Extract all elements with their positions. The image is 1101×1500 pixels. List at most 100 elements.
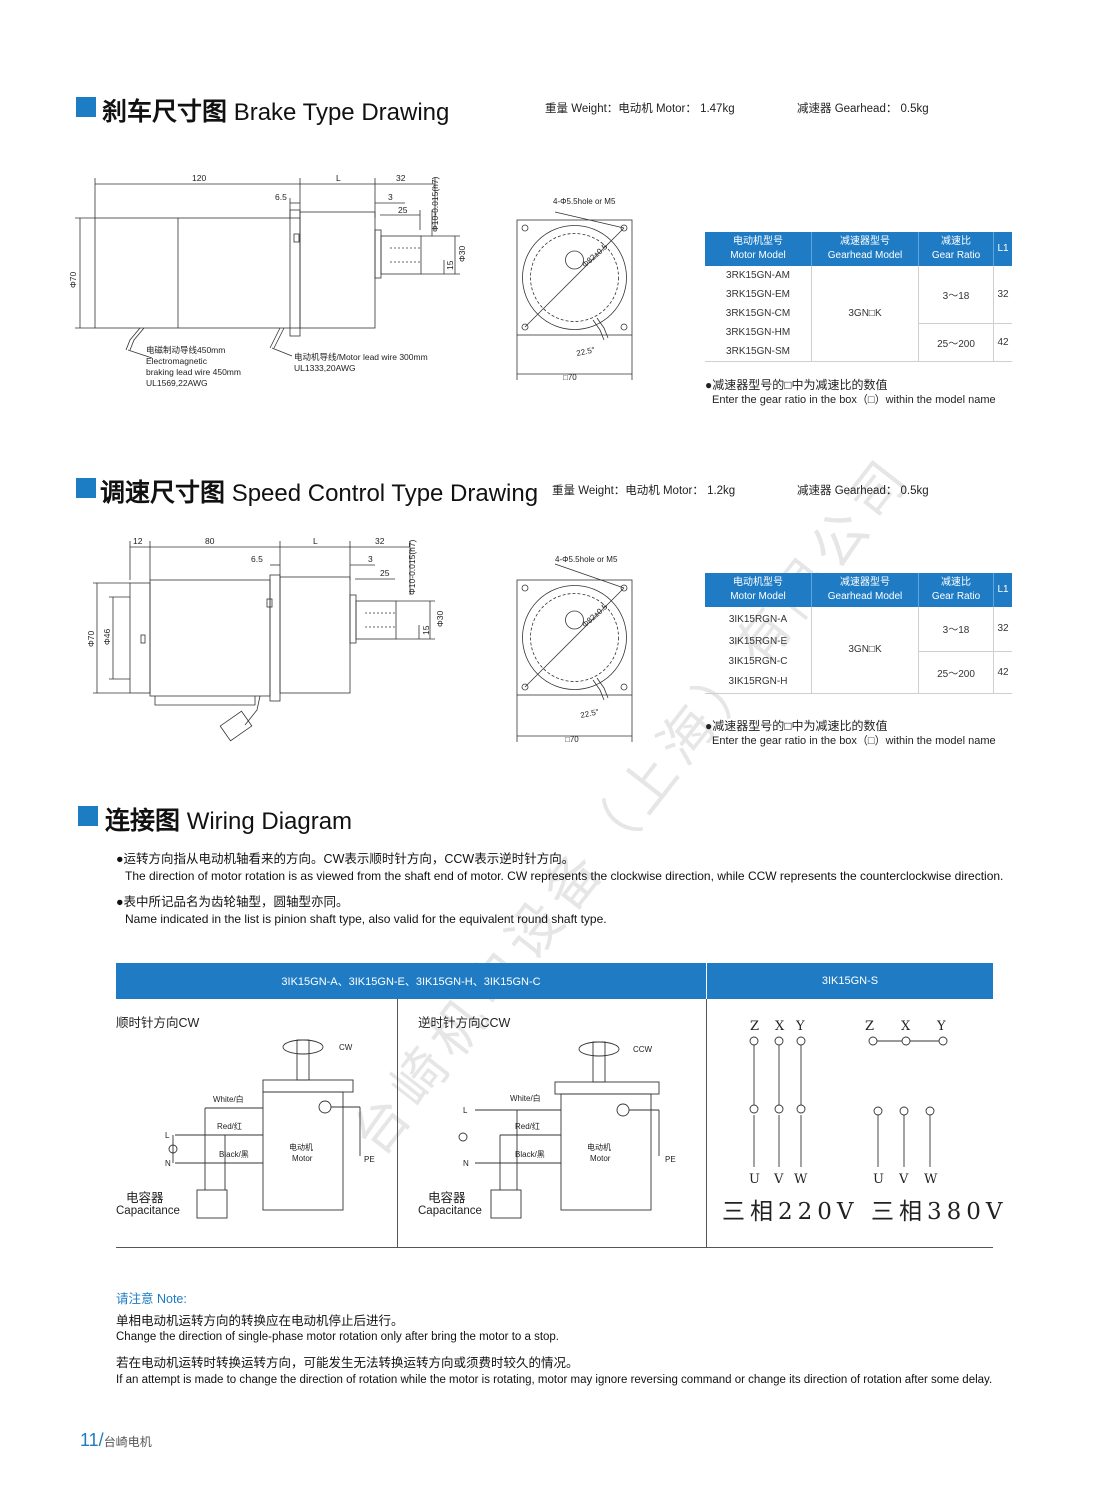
dim-6.5: 6.5 — [275, 192, 287, 202]
voltage-220: 三相220V — [722, 1199, 859, 1225]
motor-model: 3RK15GN-CM — [705, 304, 812, 323]
ccw-title: 逆时针方向CCW — [418, 1016, 511, 1030]
wiring-bullet-1-zh: ●运转方向指从电动机轴看来的方向。CW表示顺时针方向，CCW表示逆时针方向。 — [116, 852, 575, 866]
motor-model: 3RK15GN-SM — [705, 342, 812, 362]
cap-label-zh: 电容器 — [428, 1191, 466, 1205]
motor-model: 3IK15RGN-E — [705, 631, 812, 651]
note-line-3: 若在电动机运转时转换运转方向，可能发生无法转换运转方向或须费时较久的情况。 — [116, 1356, 579, 1370]
motor-model: 3RK15GN-HM — [705, 323, 812, 342]
motor-label-en: Motor — [590, 1154, 611, 1163]
front-pcd: Φ82±0.5 — [580, 242, 609, 270]
terminal-V: V — [898, 1172, 909, 1187]
dim-80: 80 — [205, 536, 215, 546]
divider — [397, 999, 398, 1247]
wiring-bullet-2-zh: ●表中所记品名为齿轮轴型，圆轴型亦同。 — [116, 895, 349, 909]
speed-front-drawing: 4-Φ5.5hole or M5 Φ82±0.5 22.5° □70 — [516, 555, 633, 744]
speed-title-zh: 调速尺寸图 — [100, 479, 226, 507]
terminal-W: W — [924, 1172, 938, 1187]
L-terminal: L — [463, 1106, 468, 1115]
cap-label-en: Capacitance — [418, 1205, 482, 1217]
dim-25: 25 — [380, 568, 390, 578]
terminal-V: V — [773, 1172, 784, 1187]
N-terminal: N — [463, 1159, 469, 1168]
front-holes: 4-Φ5.5hole or M5 — [555, 555, 618, 564]
wiring-header-left: 3IK15GN-A、3IK15GN-E、3IK15GN-H、3IK15GN-C — [116, 963, 706, 999]
section-marker — [76, 478, 96, 498]
ratio-range: 3～18 — [918, 266, 994, 324]
dim-3: 3 — [368, 554, 373, 564]
motor-label-zh: 电动机 — [587, 1142, 611, 1152]
terminal-X: X — [775, 1019, 785, 1034]
brake-title-en: Brake Type Drawing — [233, 99, 450, 126]
black-wire: Black/黑 — [219, 1150, 249, 1159]
brake-table-note-en: Enter the gear ratio in the box（□）within… — [712, 394, 996, 406]
motor-model: 3IK15RGN-H — [705, 671, 812, 694]
ratio-range: 3～18 — [918, 607, 994, 652]
three-phase-diagram: Z X Y Z X Y U V W U V W — [749, 1019, 948, 1187]
brake-section-title: 刹车尺寸图 Brake Type Drawing — [102, 92, 449, 128]
N-terminal: N — [165, 1159, 171, 1168]
speed-table-note-zh: ●减速器型号的□中为减速比的数值 — [705, 719, 888, 733]
brake-front-drawing: 4-Φ5.5hole or M5 Φ82±0.5 22.5° □70 — [516, 197, 633, 382]
cap-label-zh: 电容器 — [126, 1191, 164, 1205]
white-wire: White/白 — [213, 1094, 244, 1104]
motor-model: 3IK15RGN-A — [705, 607, 812, 631]
speed-title-en: Speed Control Type Drawing — [231, 480, 539, 507]
ratio-range: 25～200 — [918, 323, 994, 362]
l1-value: 42 — [993, 651, 1012, 694]
section-marker — [78, 806, 98, 826]
note-line-2: Change the direction of single-phase mot… — [116, 1331, 560, 1343]
th-l1: L1 — [993, 232, 1012, 266]
dim-phi10: Φ10-0.015(h7) — [430, 176, 440, 232]
lead2-line: UL1333,20AWG — [294, 363, 356, 373]
brake-title-zh: 刹车尺寸图 — [102, 98, 228, 126]
red-wire: Red/红 — [217, 1121, 242, 1131]
terminal-Z: Z — [750, 1019, 759, 1034]
dim-L: L — [336, 173, 341, 183]
section-marker — [76, 97, 96, 117]
dim-15: 15 — [445, 260, 455, 270]
cap-label-en: Capacitance — [116, 1205, 180, 1217]
l1-value: 32 — [993, 607, 1012, 652]
ccw-label: CCW — [633, 1045, 653, 1054]
gearhead-model: 3GN□K — [811, 266, 919, 362]
dim-32: 32 — [375, 536, 385, 546]
note-line-4: If an attempt is made to change the dire… — [116, 1374, 993, 1386]
voltage-380: 三相380V — [871, 1199, 1008, 1225]
black-wire: Black/黑 — [515, 1150, 545, 1159]
brake-side-drawing: 120 L 32 6.5 3 25 Φ10-0.015(h7) Φ70 Φ30 … — [68, 173, 467, 388]
motor-label-en: Motor — [292, 1154, 313, 1163]
front-holes: 4-Φ5.5hole or M5 — [553, 197, 616, 206]
dim-12: 12 — [133, 536, 143, 546]
terminal-U: U — [749, 1172, 760, 1187]
lead1-line: UL1569,22AWG — [146, 378, 208, 388]
wiring-bullet-2-en: Name indicated in the list is pinion sha… — [125, 912, 607, 926]
front-square: □70 — [563, 373, 577, 382]
front-pcd: Φ82±0.5 — [580, 602, 609, 630]
speed-side-drawing: 12 80 L 32 6.5 3 25 Φ10-0.015(h7) Φ70 Φ4… — [86, 536, 445, 742]
l1-value: 32 — [993, 266, 1012, 324]
speed-section-title: 调速尺寸图 Speed Control Type Drawing — [100, 473, 538, 509]
wiring-title-zh: 连接图 — [105, 807, 181, 835]
red-wire: Red/红 — [515, 1121, 540, 1131]
white-wire: White/白 — [510, 1093, 541, 1103]
brake-weight-gear: 减速器 Gearhead： 0.5kg — [797, 103, 929, 115]
PE-terminal: PE — [665, 1155, 676, 1164]
terminal-W: W — [794, 1172, 808, 1187]
motor-model: 3RK15GN-EM — [705, 285, 812, 304]
dim-phi30: Φ30 — [435, 610, 445, 627]
wiring-header-right: 3IK15GN-S — [707, 963, 993, 999]
front-angle: 22.5° — [580, 707, 600, 720]
dim-3: 3 — [388, 192, 393, 202]
motor-model: 3IK15RGN-C — [705, 651, 812, 671]
terminal-U: U — [873, 1172, 884, 1187]
cw-wiring-diagram: CW White/白 Red/红 Black/黑 L N PE 电动机 Moto… — [165, 1039, 375, 1219]
gearhead-model: 3GN□K — [811, 607, 919, 694]
dim-phi30: Φ30 — [457, 245, 467, 262]
wiring-title-en: Wiring Diagram — [186, 808, 353, 835]
motor-model: 3RK15GN-AM — [705, 266, 812, 285]
